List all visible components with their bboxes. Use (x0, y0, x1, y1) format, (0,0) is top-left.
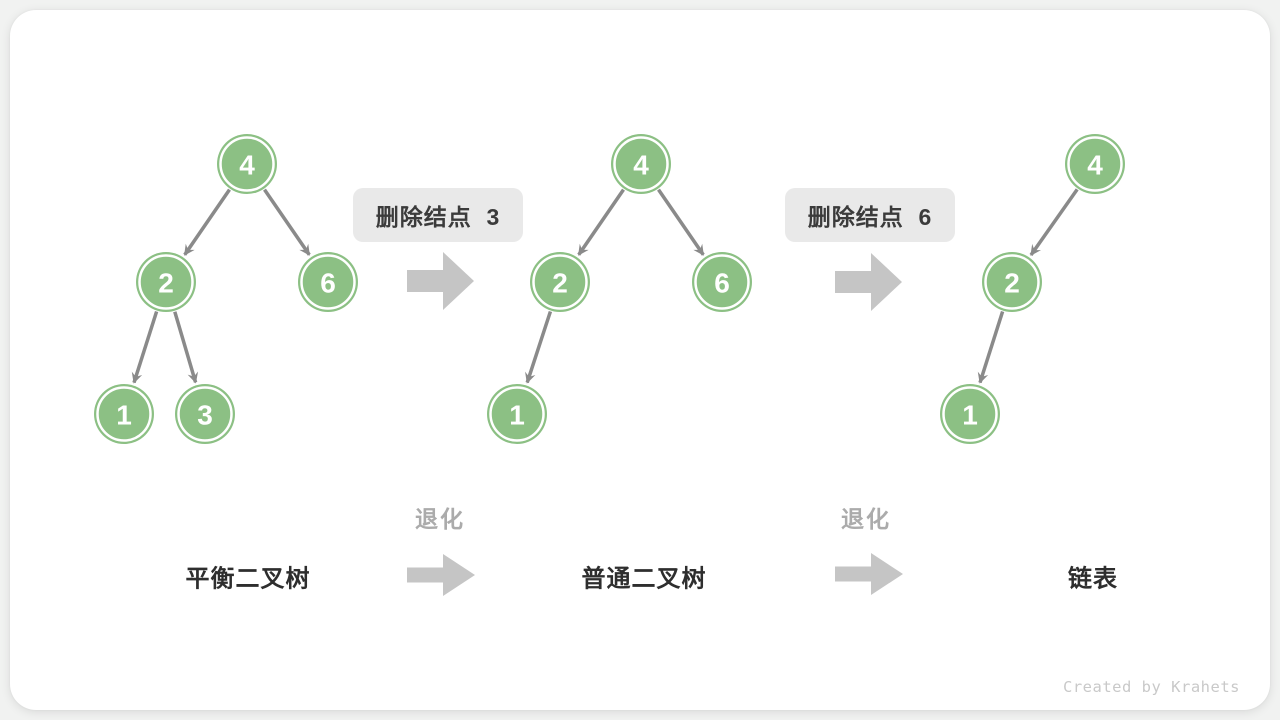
tree-edge (525, 310, 553, 384)
node-circle (487, 384, 547, 444)
node-value: 4 (1087, 150, 1103, 181)
node-circle (692, 252, 752, 312)
tree-node-6: 6 (692, 252, 752, 312)
node-inner-ring (177, 386, 233, 442)
node-value: 4 (239, 150, 255, 181)
tree-node-1: 1 (487, 384, 547, 444)
node-circle (611, 134, 671, 194)
tree-edge (657, 188, 705, 256)
caption-balanced-binary-tree: 平衡二叉树 (185, 565, 311, 593)
node-inner-ring (96, 386, 152, 442)
node-inner-ring (300, 254, 356, 310)
node-inner-ring (1067, 136, 1123, 192)
tree-edge (977, 310, 1005, 384)
node-value: 6 (320, 268, 336, 299)
tree-node-6: 6 (298, 252, 358, 312)
tree-node-4: 4 (611, 134, 671, 194)
tree-node-1: 1 (940, 384, 1000, 444)
tree-node-1: 1 (94, 384, 154, 444)
node-circle (530, 252, 590, 312)
node-value: 2 (552, 268, 568, 299)
operation-label-delete-node-6: 删除结点 6 (785, 188, 955, 242)
node-value: 4 (633, 150, 649, 181)
node-circle (94, 384, 154, 444)
node-inner-ring (532, 254, 588, 310)
node-inner-ring (942, 386, 998, 442)
tree-balanced-binary-tree: 4 2 6 1 3 (94, 134, 358, 444)
transition-arrow-icon (835, 253, 902, 311)
node-inner-ring (984, 254, 1040, 310)
node-inner-ring (694, 254, 750, 310)
node-value: 6 (714, 268, 730, 299)
node-circle (1065, 134, 1125, 194)
node-value: 1 (962, 400, 978, 431)
transition-arrow-icon (407, 252, 474, 310)
node-circle (136, 252, 196, 312)
tree-ordinary-binary-tree: 4 2 6 1 (487, 134, 752, 444)
caption-ordinary-binary-tree: 普通二叉树 (581, 565, 707, 593)
operation-label-delete-node-3: 删除结点 3 (353, 188, 523, 242)
tree-edge (183, 188, 231, 256)
node-value: 2 (158, 268, 174, 299)
node-value: 2 (1004, 268, 1020, 299)
node-circle (298, 252, 358, 312)
tree-node-2: 2 (530, 252, 590, 312)
degrade-label-1: 退化 (415, 506, 465, 532)
tree-linked-list: 4 2 1 (940, 134, 1125, 444)
node-circle (940, 384, 1000, 444)
tree-node-4: 4 (1065, 134, 1125, 194)
node-inner-ring (489, 386, 545, 442)
node-value: 3 (197, 400, 213, 431)
tree-edge (1029, 188, 1079, 257)
tree-node-3: 3 (175, 384, 235, 444)
transition-arrow-icon (407, 554, 475, 596)
node-circle (982, 252, 1042, 312)
degrade-label-2: 退化 (841, 506, 891, 532)
tree-node-4: 4 (217, 134, 277, 194)
node-inner-ring (219, 136, 275, 192)
tree-edge (263, 188, 311, 256)
diagram-card (10, 10, 1270, 710)
caption-linked-list: 链表 (1068, 565, 1118, 593)
transition-arrow-icon (835, 553, 903, 595)
node-inner-ring (613, 136, 669, 192)
node-value: 1 (116, 400, 132, 431)
tree-edge (173, 311, 199, 384)
watermark-credit: Created by Krahets (1063, 678, 1240, 696)
node-value: 1 (509, 400, 525, 431)
tree-edge (577, 188, 625, 256)
node-circle (217, 134, 277, 194)
node-circle (175, 384, 235, 444)
node-inner-ring (138, 254, 194, 310)
tree-node-2: 2 (982, 252, 1042, 312)
tree-edge (131, 310, 159, 384)
tree-node-2: 2 (136, 252, 196, 312)
